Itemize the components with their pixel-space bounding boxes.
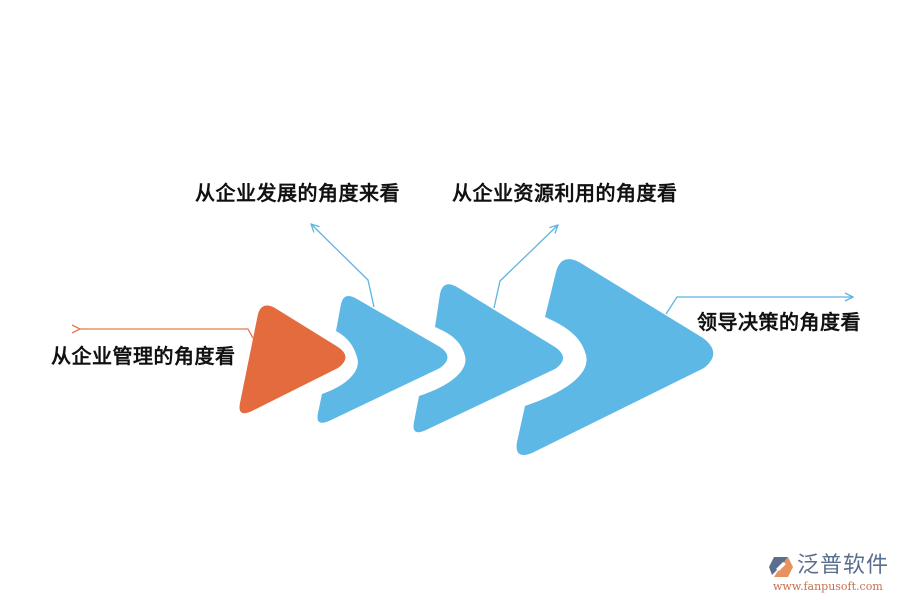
stage-shape-development [317,295,448,423]
stage-shape-resources [413,284,563,433]
label-development: 从企业发展的角度来看 [195,181,400,205]
leader-line-resources [493,225,558,309]
stage-shape-management [239,305,346,414]
label-management: 从企业管理的角度看 [51,344,236,368]
leader-line-management [80,329,254,339]
logo-name: 泛普软件 [797,553,890,578]
label-resources: 从企业资源利用的角度看 [452,181,678,205]
leader-line-leadership [665,297,853,315]
stage-shape-leadership [516,259,714,455]
leader-line-development [311,224,375,308]
brand-logo: 泛普软件 www.fanpusoft.com [766,552,896,596]
label-leadership: 领导决策的角度看 [697,310,861,334]
logo-icon [769,557,793,577]
logo-url: www.fanpusoft.com [773,580,883,593]
